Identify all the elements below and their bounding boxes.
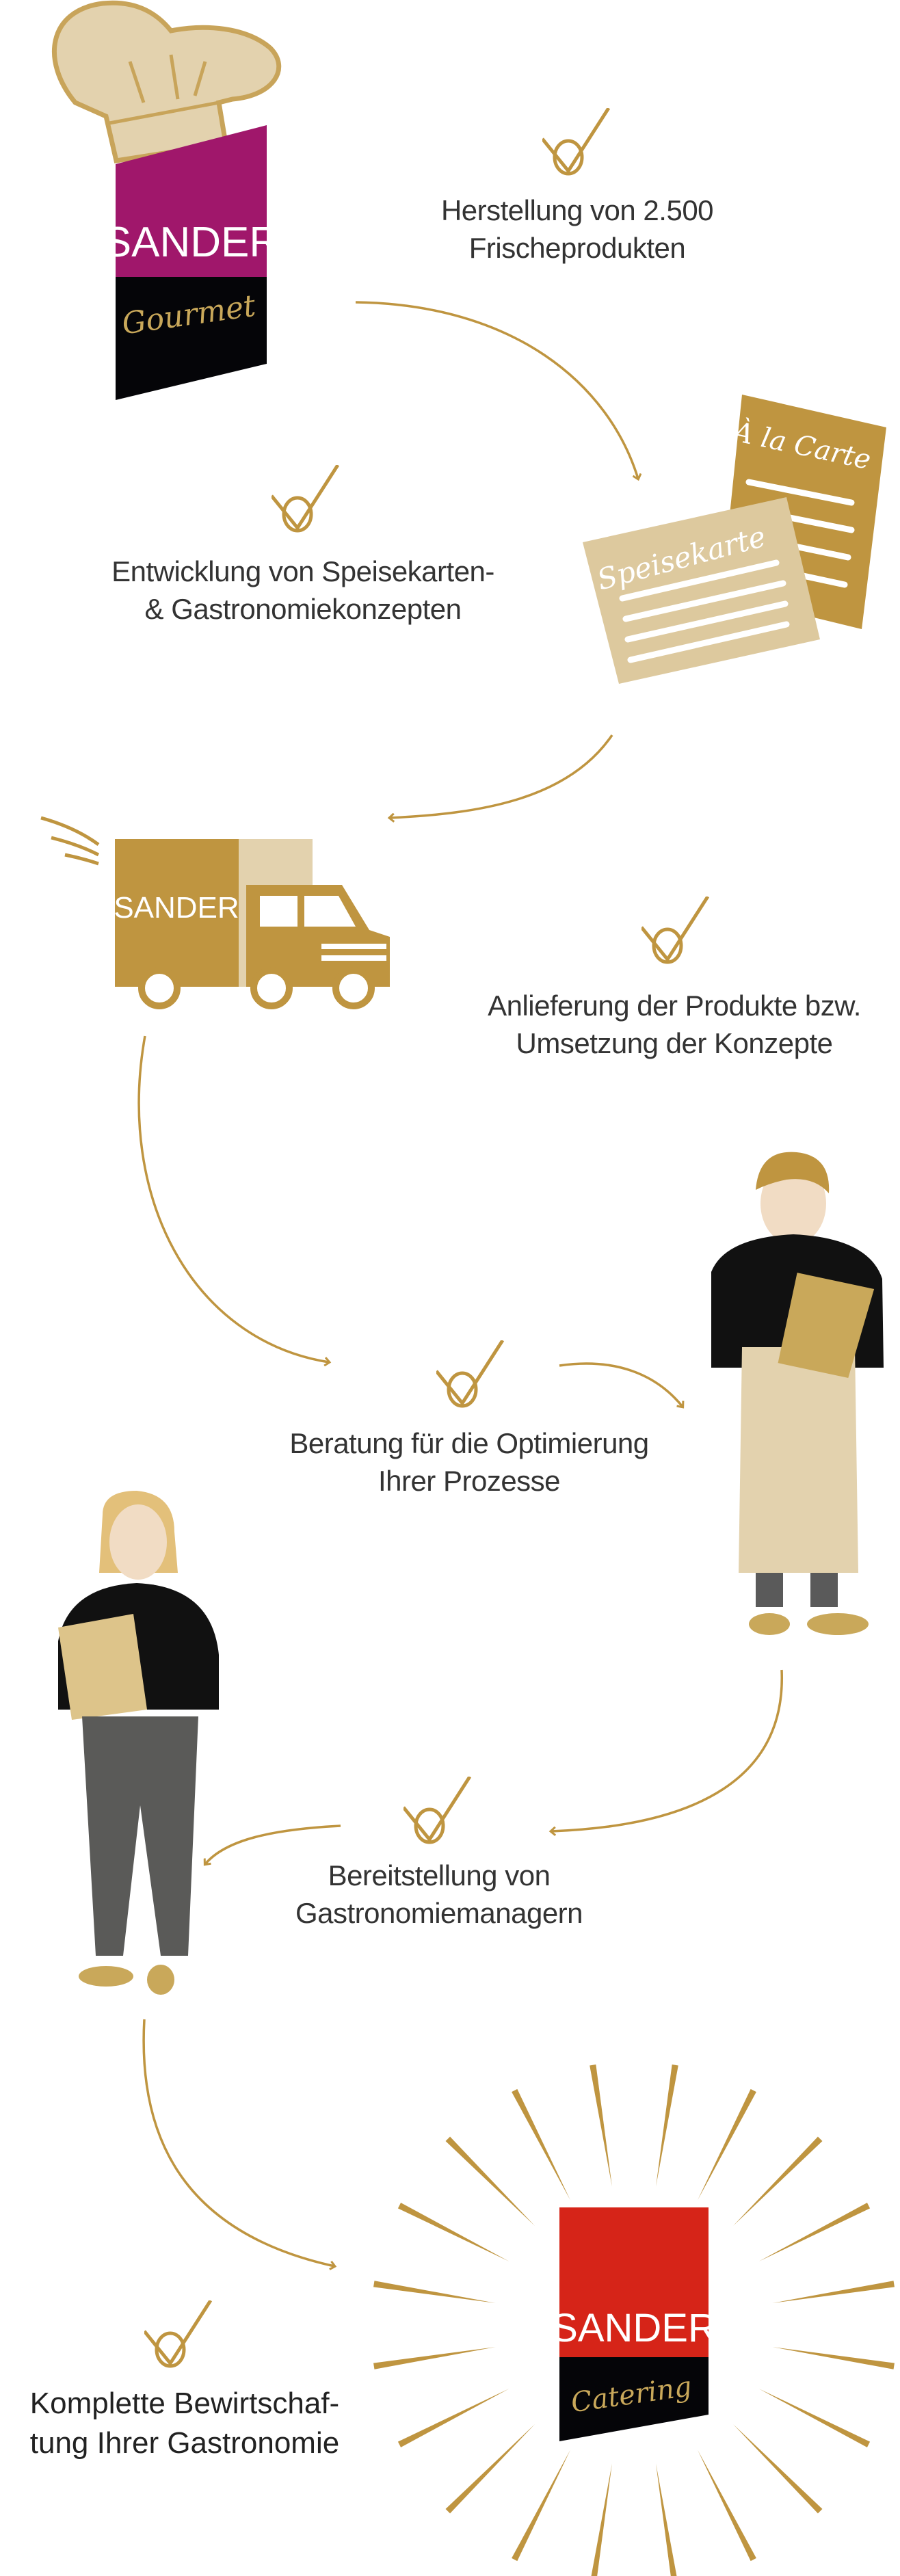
- step-3-line-2: Umsetzung der Konzepte: [516, 1027, 833, 1059]
- catering-logo: SANDER Catering: [551, 2207, 717, 2441]
- check-icon: [272, 465, 340, 533]
- burst-ray: [698, 2449, 756, 2562]
- step-1-line-2: Frischeprodukten: [468, 232, 686, 264]
- step-5-line-1: Bereitstellung von: [328, 1859, 551, 1891]
- step-3-text: Anlieferung der Produkte bzw. Umsetzung …: [435, 987, 900, 1062]
- burst-ray: [591, 2463, 612, 2576]
- check-icon: [144, 2300, 213, 2368]
- delivery-truck-illustration: SANDER: [40, 816, 390, 1009]
- menu-cards-illustration: À la Carte Speisekarte: [583, 395, 886, 684]
- burst-ray: [732, 2424, 823, 2514]
- step-2-line-1: Entwicklung von Speisekarten-: [111, 555, 494, 587]
- step-4-line-1: Beratung für die Optimierung: [289, 1427, 649, 1459]
- burst-ray: [445, 2424, 535, 2514]
- burst-ray: [732, 2136, 823, 2227]
- burst-ray: [772, 2281, 895, 2303]
- burst-ray: [397, 2389, 509, 2447]
- burst-ray: [656, 2064, 678, 2187]
- burst-ray: [512, 2449, 570, 2562]
- burst-ray: [397, 2203, 509, 2261]
- step-1-text: Herstellung von 2.500 Frischeprodukten: [372, 191, 782, 267]
- check-icon: [436, 1340, 505, 1408]
- burst-ray: [758, 2389, 871, 2447]
- step-4-line-2: Ihrer Prozesse: [378, 1465, 561, 1497]
- gourmet-logo: SANDER Gourmet: [52, 0, 282, 400]
- step-2-line-2: & Gastronomiekonzepten: [144, 593, 462, 625]
- burst-ray: [512, 2088, 570, 2201]
- step-6-line-1: Komplette Bewirtschaf-: [29, 2387, 340, 2420]
- step-4-text: Beratung für die Optimierung Ihrer Proze…: [230, 1424, 709, 1500]
- arrow-7: [142, 2019, 334, 2266]
- burst-ray: [590, 2064, 612, 2187]
- truck-brand: SANDER: [114, 891, 239, 925]
- check-icon: [641, 897, 710, 964]
- arrow-6: [205, 1824, 341, 1864]
- burst-ray: [772, 2347, 895, 2369]
- catering-logo-brand: SANDER: [551, 2306, 717, 2350]
- manager-woman-illustration: [58, 1491, 219, 1995]
- arrow-3: [137, 1035, 329, 1362]
- burst-ray: [698, 2088, 756, 2201]
- arrow-4: [559, 1362, 683, 1407]
- burst-ray: [656, 2463, 677, 2576]
- step-2-text: Entwicklung von Speisekarten- & Gastrono…: [64, 553, 542, 628]
- burst-ray: [445, 2136, 535, 2227]
- step-5-text: Bereitstellung von Gastronomiemanagern: [234, 1857, 644, 1932]
- step-6-line-2: tung Ihrer Gastronomie: [29, 2426, 340, 2460]
- burst-rays: [373, 2064, 895, 2576]
- gourmet-logo-brand: SANDER: [103, 219, 280, 266]
- burst-ray: [758, 2203, 871, 2261]
- step-6-text: Komplette Bewirtschaf- tung Ihrer Gastro…: [0, 2384, 369, 2463]
- step-5-line-2: Gastronomiemanagern: [295, 1897, 583, 1929]
- burst-ray: [373, 2281, 496, 2303]
- waiter-illustration: [711, 1152, 884, 1635]
- step-3-line-1: Anlieferung der Produkte bzw.: [488, 990, 861, 1022]
- arrow-5: [551, 1669, 783, 1831]
- arrow-2: [390, 734, 613, 818]
- step-1-line-1: Herstellung von 2.500: [440, 194, 714, 226]
- check-icon: [403, 1777, 472, 1844]
- arrow-1: [355, 301, 638, 479]
- burst-ray: [373, 2347, 496, 2369]
- check-icon: [542, 108, 611, 176]
- flow-arrows: [137, 301, 783, 2266]
